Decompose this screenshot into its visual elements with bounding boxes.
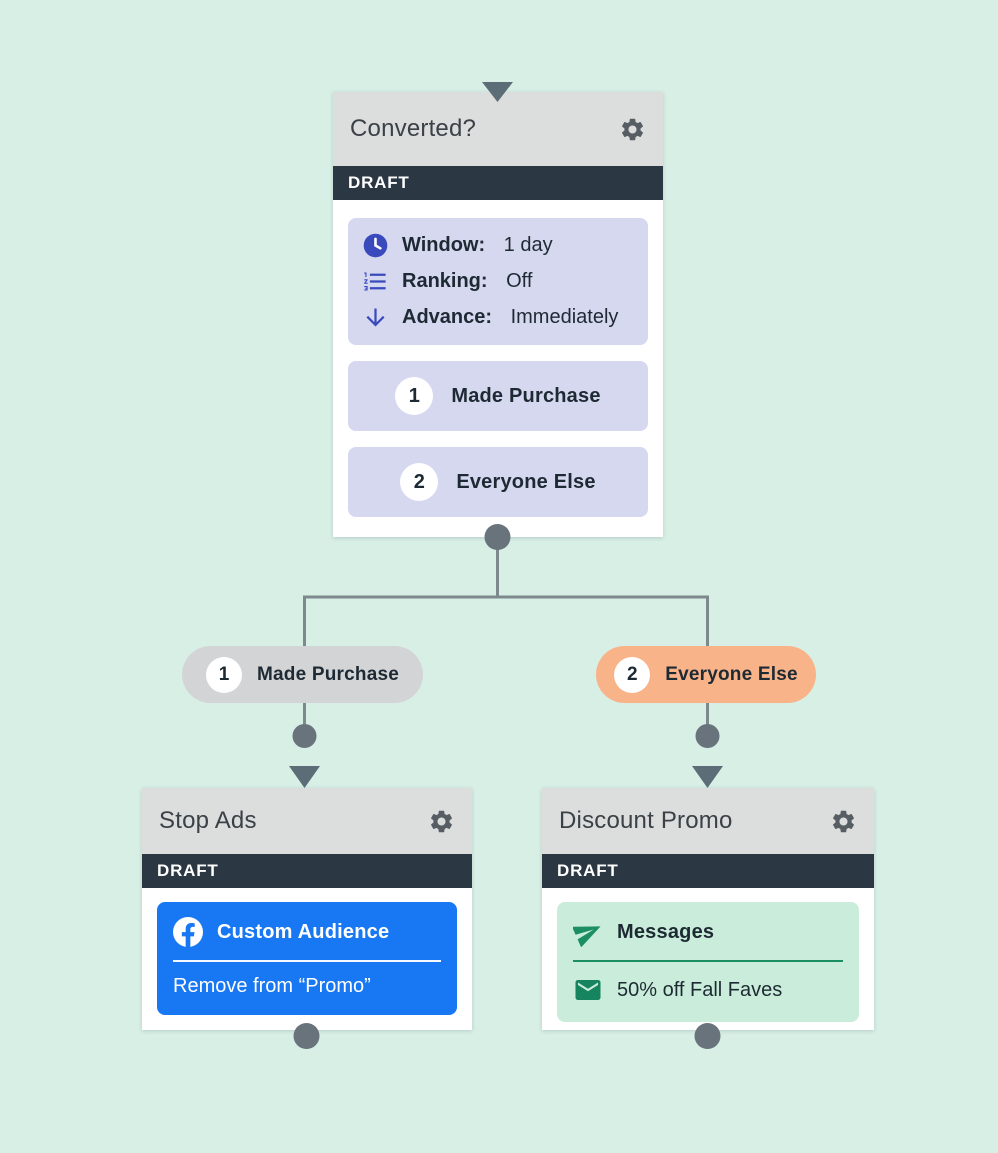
branch-number: 1 (395, 377, 434, 415)
arrowhead-into-discount-promo (692, 766, 723, 788)
gear-icon[interactable] (829, 807, 857, 835)
setting-row-advance: Advance: Immediately (362, 304, 634, 331)
action-detail: Remove from “Promo” (173, 975, 371, 997)
branch-number: 2 (400, 463, 439, 501)
branch-pill-everyone-else[interactable]: 2 Everyone Else (596, 646, 816, 703)
setting-row-ranking: Ranking: Off (362, 268, 634, 295)
action-detail-row: 50% off Fall Faves (573, 975, 843, 1005)
action-title: Messages (617, 920, 715, 943)
action-detail: 50% off Fall Faves (617, 978, 783, 1001)
connector-dot-right-branch (695, 724, 720, 748)
connector-dot-left-branch (292, 724, 317, 748)
status-badge: DRAFT (142, 854, 472, 888)
gear-icon[interactable] (618, 115, 646, 143)
node-title: Stop Ads (159, 807, 257, 834)
split-settings-panel: Window: 1 day Ranking: Off Advance: Imme… (348, 218, 648, 345)
branch-pill-made-purchase[interactable]: 1 Made Purchase (182, 646, 423, 703)
action-title: Custom Audience (217, 920, 390, 943)
action-title-row: Custom Audience (173, 917, 441, 947)
setting-label: Window: (402, 234, 486, 256)
clock-icon (362, 232, 389, 259)
node-stop-ads[interactable]: Stop Ads DRAFT Custom Audience Remove fr… (142, 788, 472, 1030)
facebook-icon (173, 917, 203, 947)
branch-chip-1: 1 Made Purchase (348, 361, 648, 431)
status-badge: DRAFT (542, 854, 874, 888)
node-discount-promo-body: Messages 50% off Fall Faves (542, 888, 874, 1038)
branch-chip-2: 2 Everyone Else (348, 447, 648, 517)
action-divider (573, 960, 843, 962)
node-title: Converted? (350, 115, 477, 142)
facebook-action-box[interactable]: Custom Audience Remove from “Promo” (157, 902, 457, 1015)
branch-label: Everyone Else (665, 663, 798, 685)
setting-row-window: Window: 1 day (362, 232, 634, 259)
node-converted-header: Converted? (333, 92, 663, 166)
node-converted[interactable]: Converted? DRAFT Window: 1 day Ranking: (333, 92, 663, 537)
arrowhead-into-stop-ads (289, 766, 320, 788)
gear-icon[interactable] (427, 807, 455, 835)
advance-icon (362, 304, 389, 331)
envelope-icon (573, 975, 603, 1005)
branch-number: 1 (206, 656, 242, 693)
setting-label: Advance: (402, 306, 493, 328)
messages-action-box[interactable]: Messages 50% off Fall Faves (557, 902, 859, 1022)
setting-value: Immediately (505, 306, 619, 328)
action-title-row: Messages (573, 917, 843, 947)
setting-value: 1 day (498, 234, 553, 256)
action-divider (173, 960, 441, 962)
branch-number: 2 (614, 656, 651, 693)
node-stop-ads-header: Stop Ads (142, 788, 472, 854)
node-converted-body: Window: 1 day Ranking: Off Advance: Imme… (333, 200, 663, 537)
action-detail-row: Remove from “Promo” (173, 975, 441, 998)
status-badge: DRAFT (333, 166, 663, 200)
setting-value: Off (500, 270, 533, 292)
node-title: Discount Promo (559, 807, 733, 834)
node-discount-promo[interactable]: Discount Promo DRAFT Messages (542, 788, 874, 1030)
branch-label: Made Purchase (257, 663, 399, 685)
setting-label: Ranking: (402, 270, 488, 292)
branch-label: Everyone Else (456, 470, 596, 493)
ranking-icon (362, 268, 389, 295)
node-discount-promo-header: Discount Promo (542, 788, 874, 854)
node-stop-ads-body: Custom Audience Remove from “Promo” (142, 888, 472, 1031)
paper-plane-icon (573, 917, 603, 947)
branch-label: Made Purchase (451, 384, 601, 407)
